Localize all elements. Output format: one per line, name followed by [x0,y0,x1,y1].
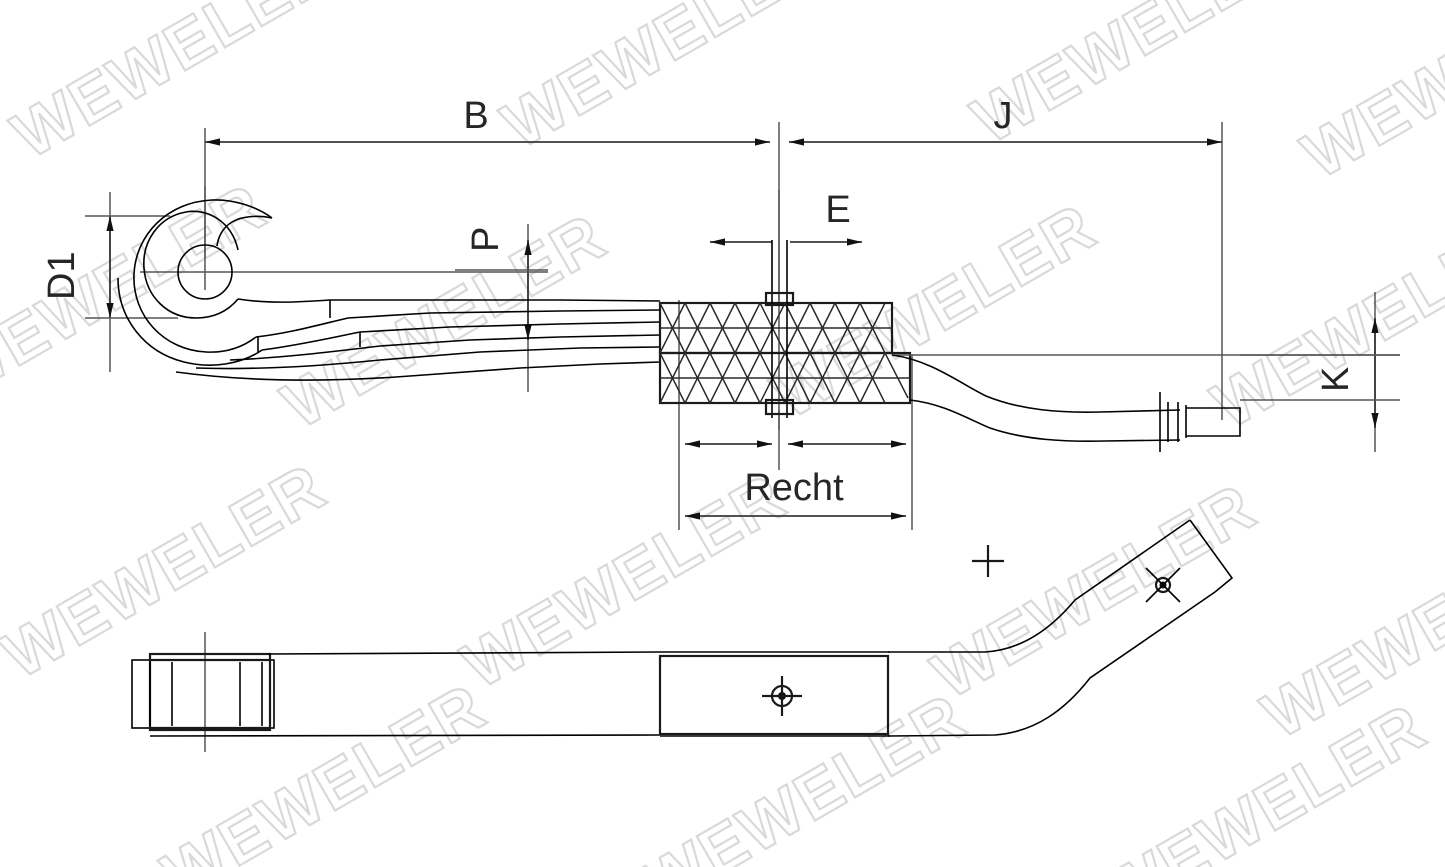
bolt-head [764,291,795,307]
dimension-label-recht: Recht [744,467,844,509]
dimension-j: J [789,95,1222,146]
spring-eye [117,199,273,366]
dimension-label-j: J [994,95,1013,137]
leaf-2-bottom [229,334,661,361]
center-bolt [764,240,795,418]
dimension-label-d1: D1 [41,251,83,300]
leaf-1-top [237,298,661,303]
dimension-d1: D1 [41,215,178,319]
dimension-label-k: K [1315,367,1357,392]
dimension-recht: Recht [685,440,906,520]
bushing-outer [131,659,275,729]
extension-lines [109,122,1376,530]
bolt-nut [764,398,795,416]
dimension-label-b: B [463,95,488,137]
leaf-3 [195,346,661,370]
plan-blade [149,651,661,737]
blade-bottom-edge [149,734,661,737]
dimension-k: K [1240,318,1400,428]
eye-wrap-outer [133,199,273,353]
center-hole-marker [762,676,802,716]
plus-marker [972,545,1004,577]
dimension-b: B [205,95,770,146]
leaf-stack [175,298,661,381]
dimension-p: P [455,227,548,340]
rear-hole-marker [1145,567,1181,603]
plan-view [131,519,1234,752]
dimension-label-e: E [825,189,850,231]
eye-wrap-inner [143,210,239,319]
dimension-label-p: P [465,227,507,252]
leaf-2-top [261,321,661,351]
rear-end-detail [1159,392,1241,452]
rear-bottom-edge [887,591,1216,737]
center-clamp-block [658,301,912,405]
plan-eye-bushing [131,652,275,732]
rear-arm [891,354,1400,452]
rear-arm-top [891,354,1181,413]
plan-center-plate [658,651,890,737]
center-plate [658,654,890,736]
eye-bore [177,244,233,300]
rear-end-face [1189,519,1234,593]
rear-arm-bottom [909,399,1181,443]
plan-rear-section [887,519,1234,737]
leaf-4 [175,361,661,381]
blade-top-edge [267,651,661,655]
bushing-inner [148,652,272,732]
dimension-e: E [710,189,862,246]
side-view: D1 B J E P [41,95,1400,530]
rear-top-edge [888,519,1191,653]
eye-leaf-tip [216,215,273,247]
eye-lower-wrap [117,277,263,366]
leaf-1-bottom [255,309,661,338]
